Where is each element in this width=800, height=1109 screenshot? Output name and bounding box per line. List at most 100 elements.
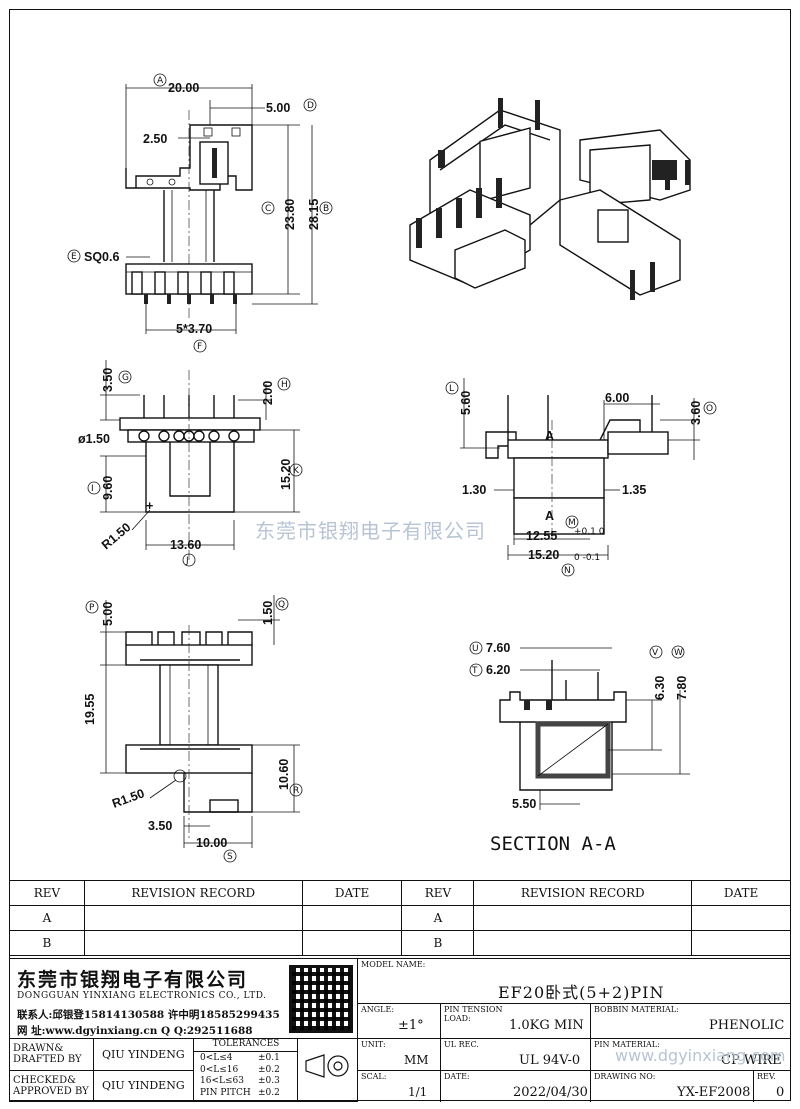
dim-bot-width: 10.00 xyxy=(196,836,227,850)
svg-text:R: R xyxy=(293,786,299,796)
ul-value: UL 94V-0 xyxy=(519,1053,581,1068)
side-pin-holes xyxy=(138,430,240,442)
checked-cell: QIU YINDENG xyxy=(94,1071,194,1102)
dim-right-w1: 12.55 xyxy=(526,529,557,543)
dim-side-width: 13.60 xyxy=(170,538,201,552)
dim-bot-left: 3.50 xyxy=(148,819,172,833)
section-mark-a: A xyxy=(545,429,554,443)
table-row: A A xyxy=(9,905,791,931)
date-header: DATE xyxy=(691,880,791,906)
dim-top-offset: 5.00 xyxy=(266,101,290,115)
dim-height-total: 28.15 xyxy=(307,199,321,230)
front-pins xyxy=(131,271,237,304)
svg-text:Q: Q xyxy=(278,600,285,610)
scale-value: 1/1 xyxy=(408,1085,428,1099)
revision-record-header: REVISION RECORD xyxy=(473,880,693,906)
right-view: L 5.60 A A 6.00 3.60 O 1.30 1.35 12.55 +… xyxy=(445,378,717,577)
unit-value: MM xyxy=(404,1053,429,1067)
dim-sec-h2: 7.80 xyxy=(675,676,689,700)
rev-header: REV xyxy=(401,880,475,906)
checked-by: QIU YINDENG xyxy=(102,1079,185,1092)
svg-text:E: E xyxy=(71,252,77,262)
date-cell: DATE: 2022/04/30 xyxy=(441,1071,591,1102)
dim-top-left: 2.50 xyxy=(143,132,167,146)
dim-right-w2: 15.20 xyxy=(528,548,559,562)
svg-text:S: S xyxy=(227,852,233,862)
svg-text:I: I xyxy=(91,484,94,494)
dim-sec-h1: 6.30 xyxy=(653,676,667,700)
side-view: G 3.50 ø1.50 2.00 H + 9.60 xyxy=(78,360,303,567)
svg-text:U: U xyxy=(472,644,479,654)
svg-text:0 -0.1: 0 -0.1 xyxy=(574,553,600,563)
company-name-cn: 东莞市银翔电子有限公司 xyxy=(17,969,249,991)
dim-bot-pin: 1.50 xyxy=(261,601,275,625)
dim-right-w: 6.00 xyxy=(605,391,629,405)
dim-top-width: 20.00 xyxy=(168,81,199,95)
dim-bot-lower: 10.60 xyxy=(277,759,291,790)
pin-material-cell: PIN MATERIAL: CP WIRE xyxy=(591,1039,791,1071)
revision-header-row: REV REVISION RECORD DATE REV REVISION RE… xyxy=(9,880,791,906)
company-web: 网 址:www.dgyinxiang.cn Q Q:292511688 xyxy=(17,1025,253,1037)
revision-table: REV REVISION RECORD DATE REV REVISION RE… xyxy=(9,880,791,956)
dim-side-core: 9.60 xyxy=(101,476,115,500)
rev-value: 0 xyxy=(776,1085,785,1100)
company-cell: 东莞市银翔电子有限公司 DONGGUAN YINXIANG ELECTRONIC… xyxy=(9,959,358,1039)
qr-code-icon xyxy=(289,965,353,1033)
pin-material-value: CP WIRE xyxy=(721,1053,782,1068)
svg-text:G: G xyxy=(122,373,129,383)
section-title: SECTION A-A xyxy=(490,833,616,855)
dim-bot-height: 19.55 xyxy=(83,694,97,725)
dim-sec-w1: 7.60 xyxy=(486,641,510,655)
engineering-drawing: 20.00 A 5.00 D 2.50 xyxy=(67,73,717,863)
svg-text:P: P xyxy=(89,603,95,613)
svg-text:M: M xyxy=(568,518,576,528)
dim-pin-pitch: 5*3.70 xyxy=(176,322,212,336)
company-contact: 联系人:邱银登15814130588 许中明18585299435 xyxy=(17,1009,280,1021)
svg-text:L: L xyxy=(449,384,454,394)
isometric-view-2 xyxy=(559,129,691,300)
dim-right-h: 3.60 xyxy=(689,401,703,425)
company-name-en: DONGGUAN YINXIANG ELECTRONICS CO., LTD. xyxy=(17,991,267,1001)
drawing-no-value: YX-EF2008 xyxy=(677,1085,751,1100)
svg-text:B: B xyxy=(323,204,329,214)
tolerance-rows: 0<L≤4±0.1 0<L≤16±0.2 16<L≤63±0.3 PIN PIT… xyxy=(200,1053,280,1098)
drawn-cell: QIU YINDENG xyxy=(94,1039,194,1071)
section-view: U 7.60 T 6.20 6.30 V 7.80 W 5.50 SECTION… xyxy=(469,641,690,855)
svg-text:D: D xyxy=(307,101,314,111)
revision-record-header: REVISION RECORD xyxy=(83,880,303,906)
projection-symbol-icon xyxy=(298,1039,358,1102)
front-view: 20.00 A 5.00 D 2.50 xyxy=(67,73,333,353)
angle-cell: ANGLE: ±1° xyxy=(358,1004,441,1039)
scale-cell: SCAL: 1/1 xyxy=(358,1071,441,1102)
rev-cell: REV. 0 xyxy=(757,1072,785,1100)
dim-side-height: 15.20 xyxy=(279,459,293,490)
date-header: DATE xyxy=(301,880,403,906)
dim-side-radius: R1.50 xyxy=(99,520,134,552)
dim-pin-square: SQ0.6 xyxy=(84,250,119,264)
section-mark-a2: A xyxy=(545,509,554,523)
unit-cell: UNIT: MM xyxy=(358,1039,441,1071)
checked-label-cell: CHECKED& APPROVED BY xyxy=(9,1071,94,1102)
plus-mark: + xyxy=(146,499,153,513)
dim-sec-bottom: 5.50 xyxy=(512,797,536,811)
angle-value: ±1° xyxy=(398,1018,424,1033)
model-cell: MODEL NAME: EF20卧式(5+2)PIN xyxy=(358,959,791,1004)
dim-side-hole: ø1.50 xyxy=(78,432,110,446)
tolerance-cell: TOLERANCES 0<L≤4±0.1 0<L≤16±0.2 16<L≤63±… xyxy=(194,1039,298,1102)
svg-text:N: N xyxy=(564,566,571,576)
watermark-url: www.dgyinxiang.com xyxy=(615,1046,786,1065)
tension-cell: PIN TENSION LOAD: 1.0KG MIN xyxy=(441,1004,591,1039)
svg-text:C: C xyxy=(265,204,271,214)
svg-text:O: O xyxy=(706,404,713,414)
svg-text:V: V xyxy=(652,648,659,658)
svg-text:A: A xyxy=(157,76,164,86)
svg-text:K: K xyxy=(293,466,300,476)
dim-right-top: 5.60 xyxy=(459,391,473,415)
dim-right-l: 1.30 xyxy=(462,483,486,497)
bobbin-cell: BOBBIN MATERIAL: PHENOLIC xyxy=(591,1004,791,1039)
bottom-view: P 5.00 1.50 Q 19.55 10.60 R R1.50 3.50 xyxy=(83,595,303,863)
model-name: EF20卧式(5+2)PIN xyxy=(498,983,665,1002)
dim-height-inner: 23.80 xyxy=(283,199,297,230)
isometric-view-1 xyxy=(409,98,561,289)
svg-text:T: T xyxy=(471,666,478,676)
